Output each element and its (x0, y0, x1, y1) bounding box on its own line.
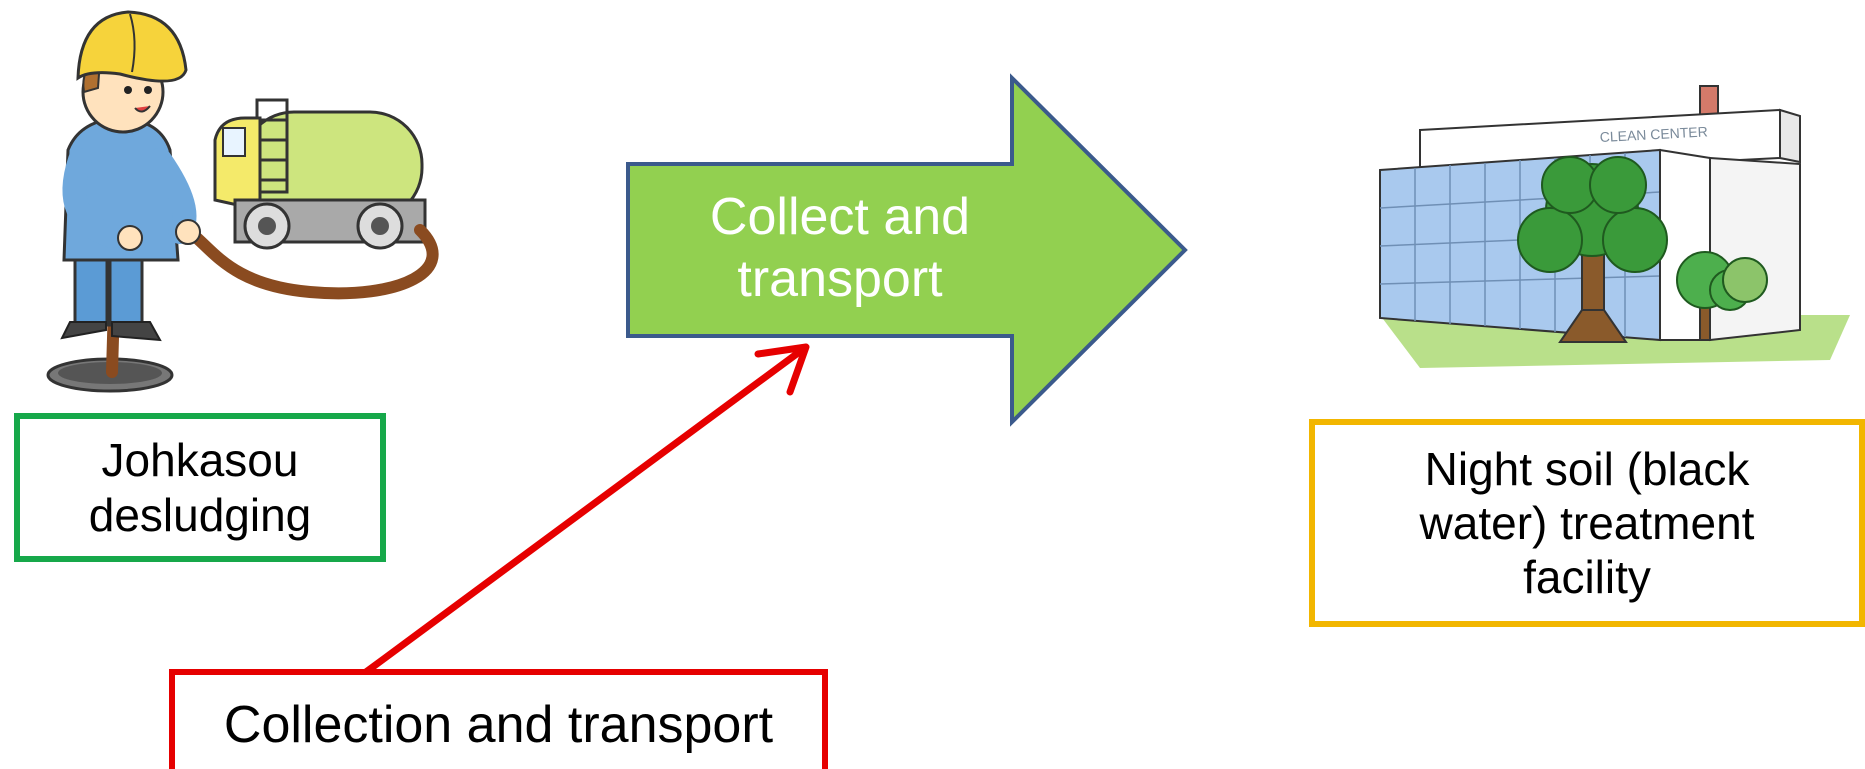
worker-truck-illustration-icon (46, 10, 439, 393)
pointer-arrow (362, 343, 810, 676)
collection-transport-label: Collection and transport (169, 669, 828, 769)
treatment-facility-building-icon: CLEAN CENTER (1379, 85, 1850, 368)
johkasou-desludging-label: Johkasou desludging (14, 413, 386, 562)
nightsoil-facility-label: Night soil (black water) treatment facil… (1309, 419, 1865, 627)
collect-transport-arrow (626, 73, 1188, 427)
collect-transport-arrow-label: Collect and transport (709, 188, 971, 309)
building-sign-text: CLEAN CENTER (1599, 123, 1708, 145)
